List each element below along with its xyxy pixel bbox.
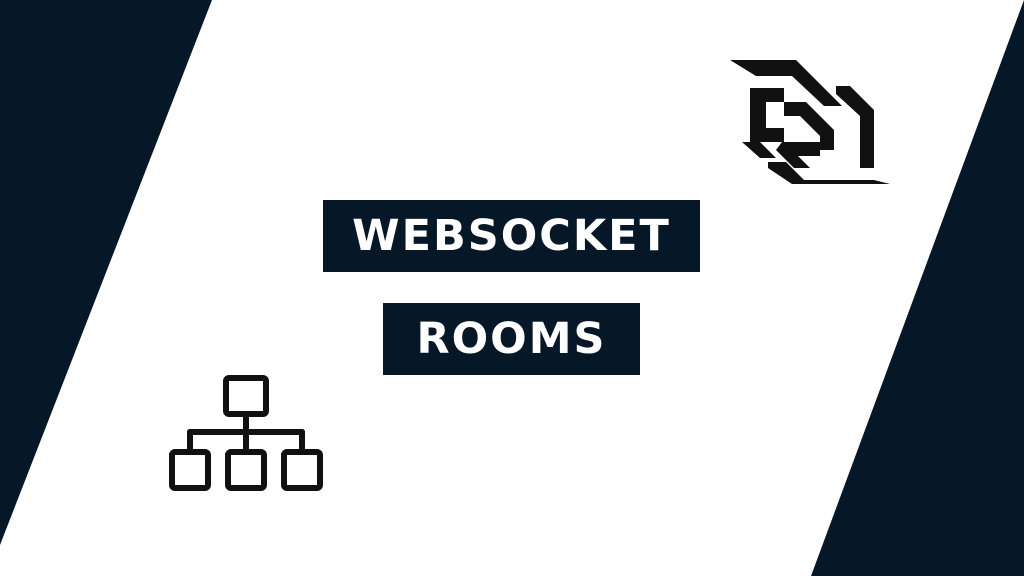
right-dark-wedge: [811, 0, 1024, 576]
hierarchy-child-node-right: [281, 449, 323, 491]
title-websocket: WEBSOCKET: [323, 200, 700, 272]
title-rooms: ROOMS: [383, 303, 640, 375]
hierarchy-child-node-left: [169, 449, 211, 491]
hierarchy-child-node-middle: [225, 449, 267, 491]
hierarchy-icon: [169, 375, 323, 491]
left-dark-wedge: [0, 0, 212, 545]
websocket-logo-icon: [730, 60, 890, 184]
hierarchy-top-node: [223, 375, 269, 417]
